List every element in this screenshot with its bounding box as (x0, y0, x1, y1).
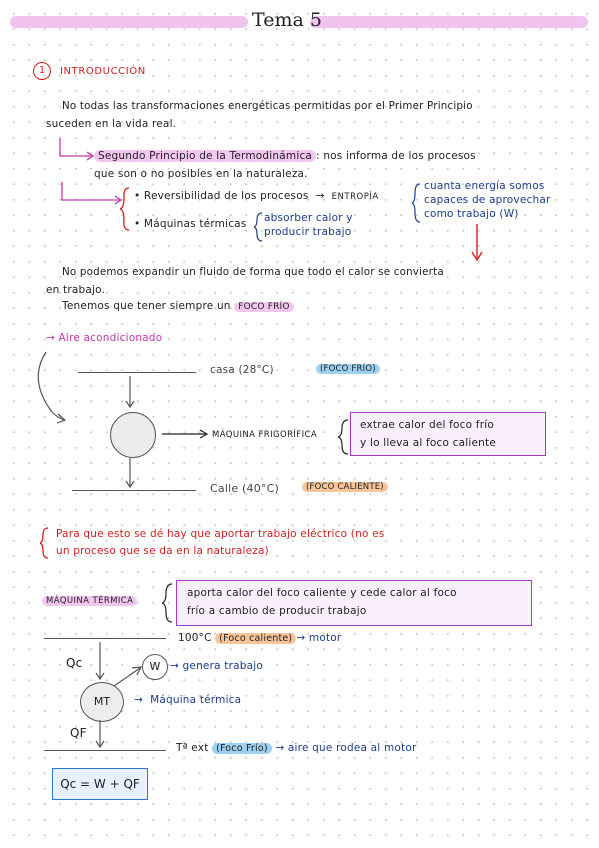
thermal-box-line-2: frío a cambio de producir trabajo (187, 605, 367, 617)
bracket-icon (162, 583, 173, 623)
aire-title: → Aire acondicionado (46, 332, 162, 344)
expand-line-3-text: Tenemos que tener siempre un (62, 300, 231, 312)
aire-title-text: Aire acondicionado (58, 332, 163, 344)
arrow-glyph: → (296, 632, 309, 644)
second-principle-rest: : nos informa de los procesos (316, 150, 476, 162)
bullet-thermal-machines: • Máquinas térmicas (134, 218, 247, 230)
foco-frio-highlight: FOCO FRÍO (234, 302, 294, 312)
connector-arrow-icon (61, 182, 123, 205)
expand-line-1: No podemos expandir un fluido de forma q… (62, 266, 444, 278)
bracket-icon (338, 419, 349, 455)
intro-line-1: No todas las transformaciones energética… (62, 100, 473, 112)
mt-description-text: Máquina térmica (150, 694, 242, 706)
right-arrow-icon (162, 429, 209, 439)
header-bar-left (10, 16, 248, 28)
bracket-icon (254, 212, 263, 242)
entropy-note-2: capaces de aprovechar (424, 194, 551, 206)
work-description-text: genera trabajo (182, 660, 263, 672)
bullet-reversibility: • Reversibilidad de los procesos → ENTRO… (134, 190, 379, 202)
work-label: W (149, 660, 161, 673)
red-down-arrow-icon (471, 224, 483, 262)
work-circle: W (142, 654, 168, 680)
casa-label: casa (28°C) (210, 364, 274, 376)
absorb-line-2: producir trabajo (264, 226, 352, 238)
refrigerator-box-line-2: y lo lleva al foco caliente (360, 437, 496, 449)
calle-tag: (FOCO CALIENTE) (302, 482, 388, 492)
note-line-2: un proceso que se da en la naturaleza) (56, 545, 269, 557)
entropy-note-1: cuanta energía somos (424, 180, 545, 192)
second-principle-label: Segundo Principio de la Termodinámica (94, 150, 317, 162)
header-bar-right (310, 16, 588, 28)
note-line-1: Para que esto se dé hay que aportar trab… (56, 528, 385, 540)
mt-label: MT (93, 695, 111, 708)
formula-text: Qc = W + QF (60, 777, 140, 791)
down-arrow-icon (95, 642, 105, 681)
arrow-glyph: → (170, 660, 183, 672)
arrow-glyph: → (312, 190, 329, 202)
bracket-icon (412, 183, 421, 223)
cold-tag: (Foco Frío) (212, 743, 272, 754)
section-number-circle: 1 (33, 62, 51, 80)
down-arrow-icon (125, 376, 135, 409)
thermal-box-line-1: aporta calor del foco caliente y cede ca… (187, 587, 457, 599)
machine-circle (110, 412, 156, 458)
section-title: INTRODUCCIÓN (60, 66, 146, 77)
mt-description: → Máquina térmica (134, 694, 241, 706)
absorb-line-1: absorber calor y (264, 212, 353, 224)
section-number: 1 (38, 65, 46, 76)
down-arrow-icon (125, 458, 135, 489)
arrow-glyph: → (46, 332, 59, 344)
entropy-label: ENTROPÍA (331, 192, 379, 202)
thermal-machine-box: aporta calor del foco caliente y cede ca… (176, 580, 532, 626)
entropy-note-3: como trabajo (W) (424, 208, 519, 220)
connector-arrow-icon (59, 138, 95, 161)
casa-tag: (FOCO FRÍO) (316, 364, 380, 374)
formula-box: Qc = W + QF (52, 768, 148, 800)
expand-line-2: en trabajo. (46, 284, 106, 296)
intro-line-2: suceden en la vida real. (46, 118, 177, 130)
calle-label: Calle (40°C) (210, 482, 279, 495)
curved-arrow-icon (37, 351, 67, 424)
thermal-machine-label: MÁQUINA TÉRMICA (42, 596, 138, 606)
second-principle-line-2: que son o no posibles en la naturaleza. (94, 168, 308, 180)
cold-arrow-label: aire que rodea al motor (287, 742, 417, 754)
calle-line (72, 490, 196, 491)
hot-focus-line (44, 638, 166, 639)
arrow-glyph: → (134, 694, 151, 706)
cold-focus-row: Tª ext (Foco Frío) → aire que rodea al m… (176, 742, 416, 754)
mt-circle: MT (80, 682, 124, 722)
cold-focus-line (44, 750, 166, 751)
arrow-glyph: → (275, 742, 285, 754)
bullet-reversibility-text: • Reversibilidad de los procesos (134, 190, 309, 202)
diagonal-arrow-icon (113, 666, 143, 687)
bracket-icon (40, 527, 49, 559)
hot-focus-row: 100°C (Foco caliente)→ motor (178, 632, 341, 644)
refrigerator-box: extrae calor del foco frío y lo lleva al… (350, 412, 546, 456)
hot-tag: (Foco caliente) (215, 633, 297, 644)
casa-line (78, 372, 196, 373)
qf-label: QF (70, 726, 87, 740)
refrigerator-box-line-1: extrae calor del foco frío (360, 419, 494, 431)
cold-temp: Tª ext (176, 742, 209, 754)
refrigerator-label: MÁQUINA FRIGORÍFICA (212, 430, 318, 440)
second-principle-line-1: Segundo Principio de la Termodinámica: n… (94, 150, 476, 162)
down-arrow-icon (95, 720, 105, 749)
expand-line-3: Tenemos que tener siempre un FOCO FRÍO (62, 300, 294, 312)
qc-label: Qc (66, 656, 83, 670)
page-title: Tema 5 (252, 9, 322, 31)
hot-temp: 100°C (178, 632, 212, 644)
hot-arrow-label: motor (308, 632, 342, 644)
bracket-icon (120, 187, 130, 231)
work-description: → genera trabajo (170, 660, 263, 672)
